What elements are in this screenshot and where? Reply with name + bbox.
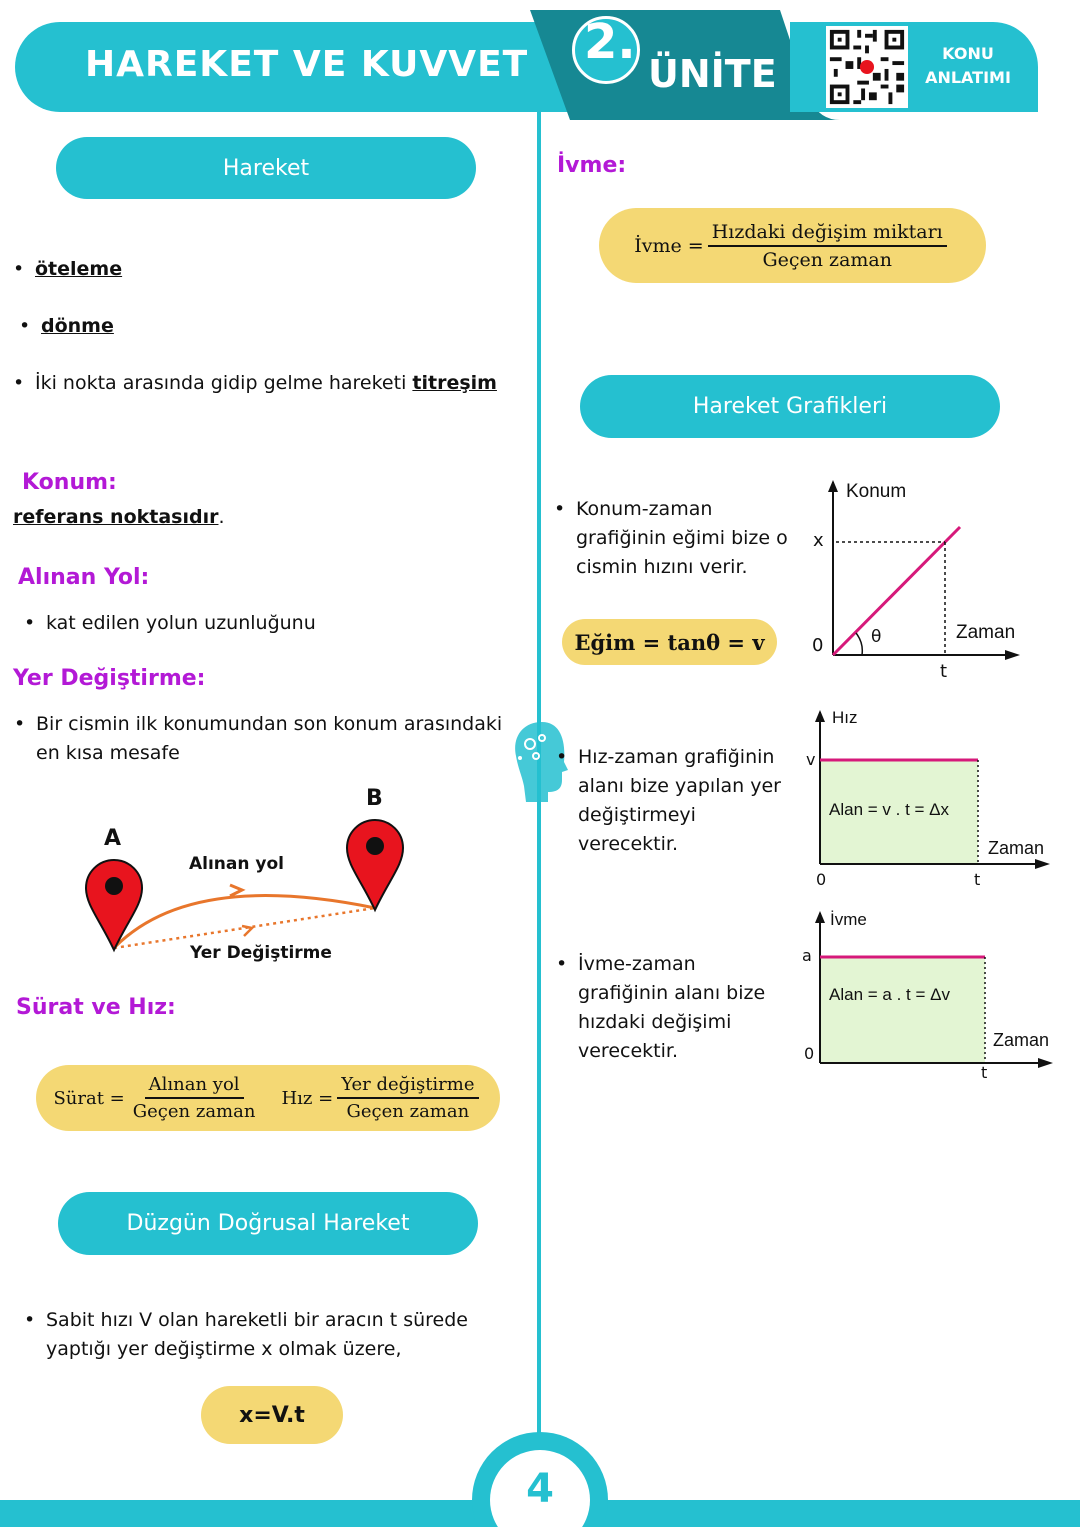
alinan-yol-heading: Alınan Yol:	[18, 565, 150, 590]
pin-a-icon	[84, 859, 144, 953]
graph-hiz-zaman	[815, 710, 1050, 869]
konum-text: referans noktasıdır.	[13, 506, 225, 528]
dogrusal-formula: x=V.t	[201, 1386, 343, 1444]
graph2-x-label: Zaman	[988, 838, 1045, 858]
badge-line1: KONU	[942, 44, 994, 63]
graph1-y-label: Konum	[846, 481, 907, 502]
bullet-donme: dönme	[19, 312, 114, 341]
graph1-angle: θ	[871, 627, 882, 647]
egim-formula: Eğim = tanθ = v	[562, 619, 777, 665]
surat-hiz-heading: Sürat ve Hız:	[16, 995, 176, 1020]
graph2-origin: 0	[816, 870, 827, 889]
graph1-x-tick: t	[940, 661, 948, 682]
pin-b-icon	[345, 819, 405, 913]
konum-heading: Konum:	[22, 470, 117, 495]
yer-degistirme-heading: Yer Değiştirme:	[13, 666, 206, 691]
graph1-x-label: Zaman	[956, 622, 1016, 643]
ivme-zaman-text: İvme-zaman grafiğinin alanı bize hızdaki…	[556, 950, 788, 1066]
point-b-label: B	[366, 786, 383, 811]
qr-code-icon[interactable]	[826, 26, 908, 108]
page-number: 4	[526, 1466, 554, 1512]
graph3-y-tick: a	[802, 946, 812, 965]
footer-page-inner	[490, 1450, 590, 1527]
bullet-titresim: İki nokta arasında gidip gelme hareketi …	[13, 369, 497, 398]
graph2-x-tick: t	[974, 870, 981, 889]
unit-label: ÜNİTE	[648, 52, 777, 96]
graph3-origin: 0	[804, 1044, 815, 1063]
unit-number-circle	[572, 16, 640, 84]
section-hareket: Hareket	[56, 137, 476, 199]
displacement-diagram	[84, 819, 405, 953]
displacement-label: Yer Değiştirme	[190, 943, 332, 963]
graph2-area-label: Alan = v . t = Δx	[829, 800, 950, 819]
ivme-heading: İvme:	[557, 153, 627, 178]
dogrusal-text: Sabit hızı V olan hareketli bir aracın t…	[24, 1306, 536, 1364]
yer-degistirme-text: Bir cismin ilk konumundan son konum aras…	[14, 710, 506, 768]
graph1-y-tick: x	[813, 530, 824, 551]
graph-konum-zaman	[828, 480, 1020, 660]
alinan-yol-text: kat edilen yolun uzunluğunu	[24, 609, 316, 638]
graph1-origin: 0	[812, 635, 824, 656]
section-grafikler: Hareket Grafikleri	[580, 375, 1000, 438]
graph2-y-tick: v	[806, 750, 816, 769]
section-dogrusal: Düzgün Doğrusal Hareket	[58, 1192, 478, 1255]
head-thinking-icon	[515, 722, 568, 802]
path-label: Alınan yol	[189, 854, 284, 874]
page-title: HAREKET VE KUVVET	[85, 44, 529, 85]
konum-zaman-text: Konum-zaman grafiğinin eğimi bize o cism…	[554, 495, 796, 582]
graph-ivme-zaman	[815, 911, 1053, 1068]
bullet-oteleme: öteleme	[13, 255, 122, 284]
graph3-x-label: Zaman	[993, 1030, 1050, 1050]
hiz-zaman-text: Hız-zaman grafiğinin alanı bize yapılan …	[556, 743, 788, 859]
badge-line2: ANLATIMI	[925, 68, 1011, 87]
graph3-area-label: Alan = a . t = Δv	[829, 985, 950, 1004]
graph2-y-label: Hız	[832, 708, 858, 727]
graph3-y-label: İvme	[830, 910, 867, 929]
graph3-x-tick: t	[981, 1063, 988, 1082]
point-a-label: A	[104, 826, 122, 851]
unit-number: 2.	[584, 14, 636, 70]
